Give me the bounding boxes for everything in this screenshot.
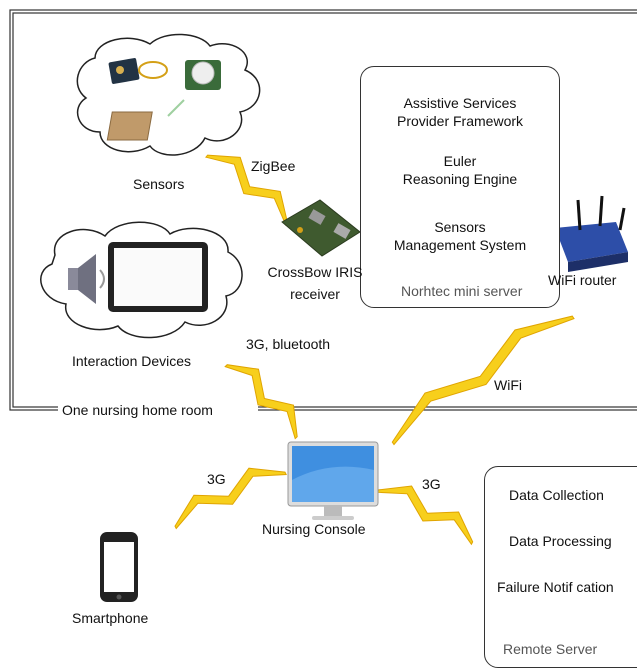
data-processing-label: Data Processing — [509, 533, 612, 549]
nursing-console-label: Nursing Console — [262, 521, 366, 537]
room-label: One nursing home room — [62, 402, 213, 418]
smartphone-label: Smartphone — [72, 610, 149, 626]
lightning-links — [174, 154, 575, 546]
router-label: WiFi router — [548, 272, 617, 288]
phone-3g-bolt — [174, 467, 287, 530]
sensors-label: Sensors — [133, 176, 185, 192]
router-icon — [555, 195, 628, 272]
failure-notification-label: Failure Notif cation — [497, 579, 614, 595]
phone-3g-label: 3G — [207, 471, 226, 487]
data-collection-label: Data Collection — [509, 487, 604, 503]
reasoning-engine-line1: Euler — [443, 153, 477, 169]
room-frame-outer — [9, 9, 637, 411]
smartphone-icon — [100, 532, 138, 602]
wifi-link-label: WiFi — [494, 377, 522, 393]
bluetooth-link-label: 3G, bluetooth — [246, 336, 331, 352]
sensors-cloud — [76, 33, 261, 156]
bluetooth-bolt — [224, 364, 298, 440]
receiver-label-line1: CrossBow IRIS — [267, 264, 363, 280]
sensor-board-icon — [108, 58, 168, 84]
mini-server-title: Norhtec mini server — [401, 283, 523, 299]
sensor-mgmt-line2: Management System — [393, 237, 527, 253]
reasoning-engine-line2: Reasoning Engine — [402, 171, 518, 187]
tablet-icon — [108, 242, 208, 312]
mini-server-box: Assistive Services Provider Framework Eu… — [360, 66, 560, 308]
zigbee-link-label: ZigBee — [251, 158, 296, 174]
motion-sensor-icon — [185, 60, 221, 90]
monitor-icon — [287, 441, 379, 520]
sensor-mgmt-line1: Sensors — [434, 219, 486, 235]
speaker-icon — [68, 254, 105, 304]
remote-server-title: Remote Server — [503, 641, 598, 657]
remote-server-box: Data Collection Data Processing Failure … — [484, 466, 637, 668]
receiver-label-line2: receiver — [290, 286, 340, 302]
room-label-gap — [58, 400, 258, 416]
wifi-bolt — [391, 315, 575, 446]
remote-3g-bolt — [376, 485, 474, 546]
interaction-devices-label: Interaction Devices — [72, 353, 192, 369]
service-framework-line1: Assistive Services — [403, 95, 517, 111]
service-framework-line2: Provider Framework — [396, 113, 524, 129]
room-frame-inner — [12, 12, 637, 408]
remote-3g-label: 3G — [422, 476, 441, 492]
pressure-pad-icon — [106, 99, 185, 141]
receiver-board-icon — [281, 199, 361, 257]
